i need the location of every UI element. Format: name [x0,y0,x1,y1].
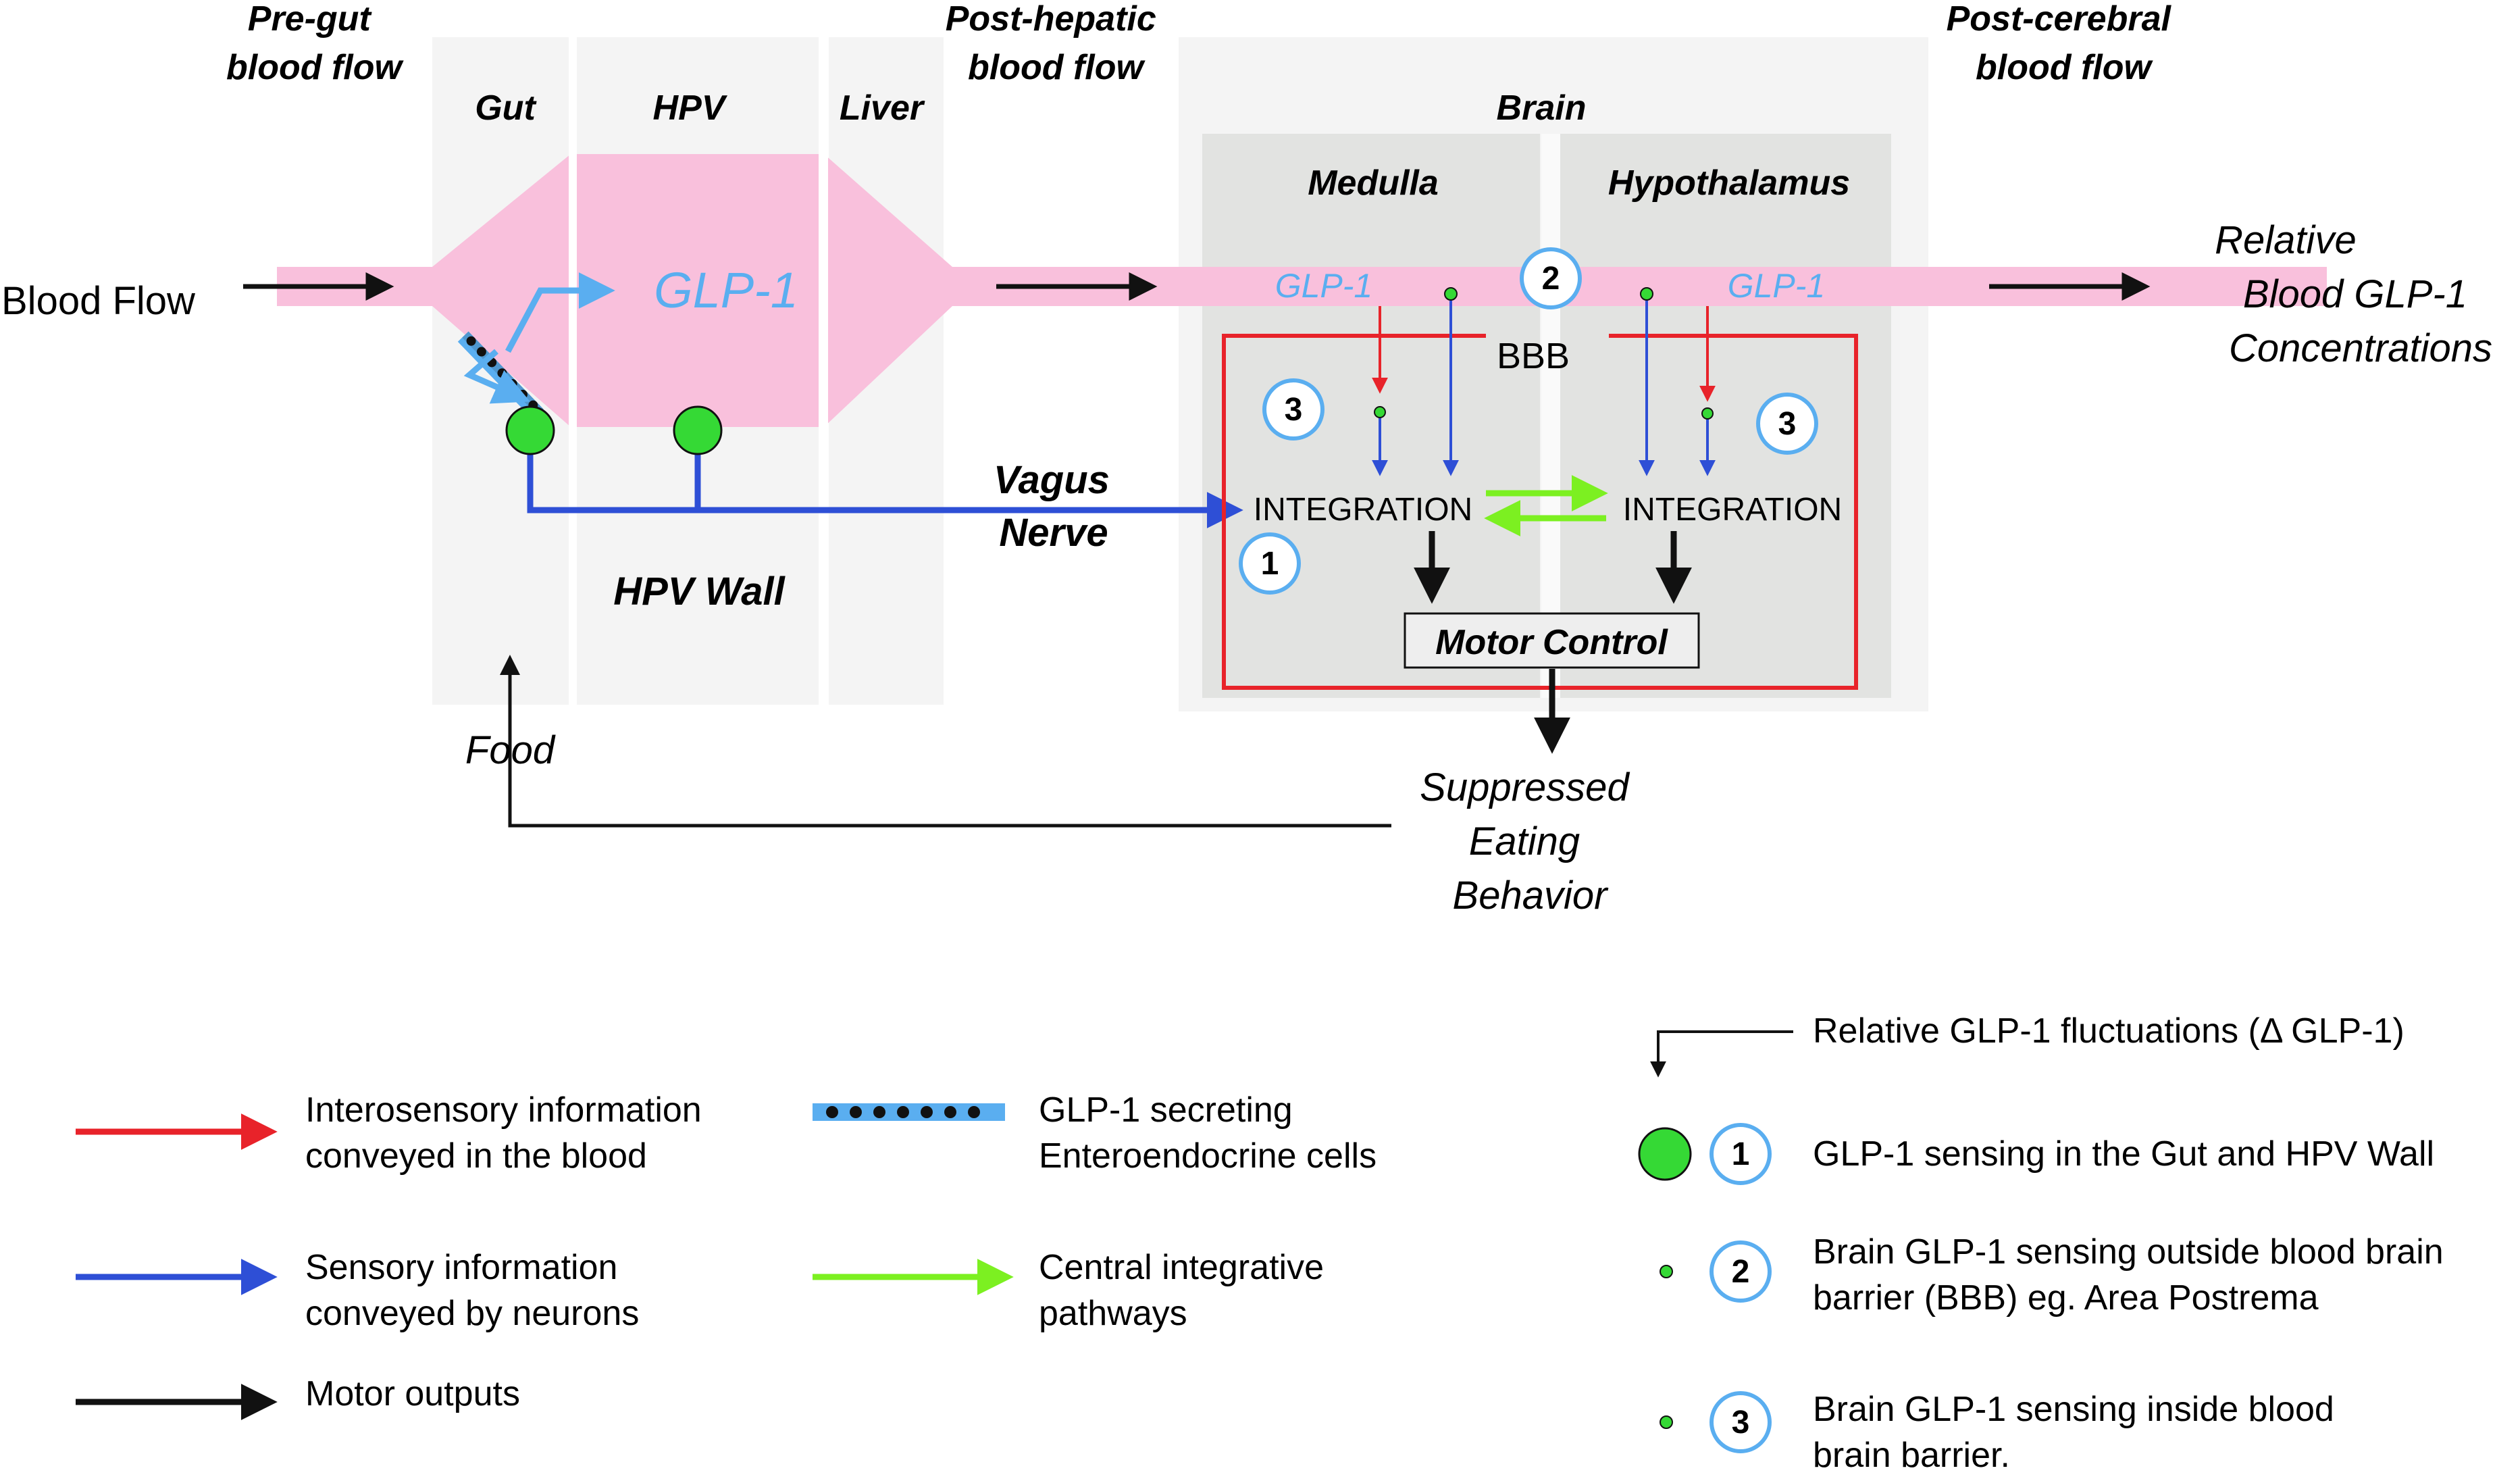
gut-sensor-dot [505,405,555,455]
suppressed-eating-label: Suppressed Eating Behavior [1420,765,1640,918]
hypothalamus-outer-dot [1640,287,1653,301]
hpv-label: HPV [653,89,728,128]
legend-sensing-1-text: GLP-1 sensing in the Gut and HPV Wall [1813,1134,2434,1174]
food-label: Food [465,728,556,772]
bbb-boundary [1222,334,1858,690]
medulla-outer-dot [1444,287,1458,301]
legend-black-text: Motor outputs [305,1374,520,1413]
legend-fluctuation-text: Relative GLP-1 fluctuations (Δ GLP-1) [1813,1011,2405,1051]
vagus-nerve-path [527,443,1243,528]
hypothalamus-label: Hypothalamus [1608,164,1850,203]
medulla-panel [1202,134,1540,698]
legend-large-green-dot [1638,1127,1692,1181]
brain-label: Brain [1497,89,1587,128]
motor-control-box [1404,612,1700,669]
badge-two-brain: 2 [1520,247,1582,309]
glp1-medulla-label: GLP-1 [1275,267,1373,305]
legend-badge-two: 2 [1709,1240,1772,1303]
legend-sensing-2-text: Brain GLP-1 sensing outside blood brain … [1813,1232,2453,1317]
svg-text:1: 1 [1261,546,1279,582]
svg-text:2: 2 [1732,1254,1750,1290]
svg-text:3: 3 [1285,392,1303,428]
separator [819,37,828,705]
legend-badge-one: 1 [1709,1123,1772,1185]
integration-left-label: INTEGRATION [1254,492,1472,528]
glp1-gut-label: GLP-1 [654,262,798,318]
svg-text:3: 3 [1732,1405,1750,1440]
legend-small-dot-2 [1660,1265,1673,1278]
blood-flow-label: Blood Flow [1,279,196,323]
integration-right-label: INTEGRATION [1623,492,1842,528]
badge-three-medulla: 3 [1262,378,1325,441]
vagus-nerve-label: Vagus Nerve [994,458,1121,555]
separator [1541,134,1560,698]
separator [569,37,577,705]
liver-label: Liver [840,89,925,128]
glp1-secretion-arrow-lower [463,349,530,404]
medulla-inner-dot [1374,406,1386,418]
post-cerebral-label: Post-cerebral blood flow [1947,0,2181,87]
badge-three-hypothalamus: 3 [1756,393,1818,455]
hpv-wall-sensor-dot [673,405,723,455]
legend-red-text: Interosensory information conveyed in th… [305,1090,711,1176]
hpv-wall-label: HPV Wall [613,570,786,613]
glp1-secretion-arrow [505,272,615,353]
legend-sensing-3-text: Brain GLP-1 sensing inside blood brain b… [1813,1390,2344,1475]
hypothalamus-inner-dot [1701,407,1714,420]
feedback-loop [500,655,1391,828]
gut-label: Gut [475,89,537,128]
bbb-label: BBB [1497,336,1570,376]
pre-gut-label: Pre-gut blood flow [226,0,404,87]
svg-text:1: 1 [1732,1136,1750,1172]
motor-control-label: Motor Control [1435,623,1668,662]
legend-small-dot-3 [1660,1415,1673,1429]
relative-glp1-label: Relative Blood GLP-1 Concentrations [2215,218,2492,370]
svg-text:2: 2 [1542,261,1560,297]
post-hepatic-label: Post-hepatic blood flow [946,0,1166,87]
legend-badge-three: 3 [1709,1391,1772,1453]
hypothalamus-panel [1560,134,1891,698]
legend-green-text: Central integrative pathways [1039,1248,1333,1333]
legend-cells-text: GLP-1 secreting Enteroendocrine cells [1039,1090,1377,1176]
legend-cells-icon [813,1103,1005,1121]
badge-one-integration: 1 [1239,532,1301,595]
glp1-hypothalamus-label: GLP-1 [1728,267,1826,305]
legend-fluctuation-arrow [1650,1030,1793,1078]
legend-blue-text: Sensory information conveyed by neurons [305,1248,639,1333]
svg-text:3: 3 [1778,406,1797,442]
medulla-label: Medulla [1308,164,1439,203]
